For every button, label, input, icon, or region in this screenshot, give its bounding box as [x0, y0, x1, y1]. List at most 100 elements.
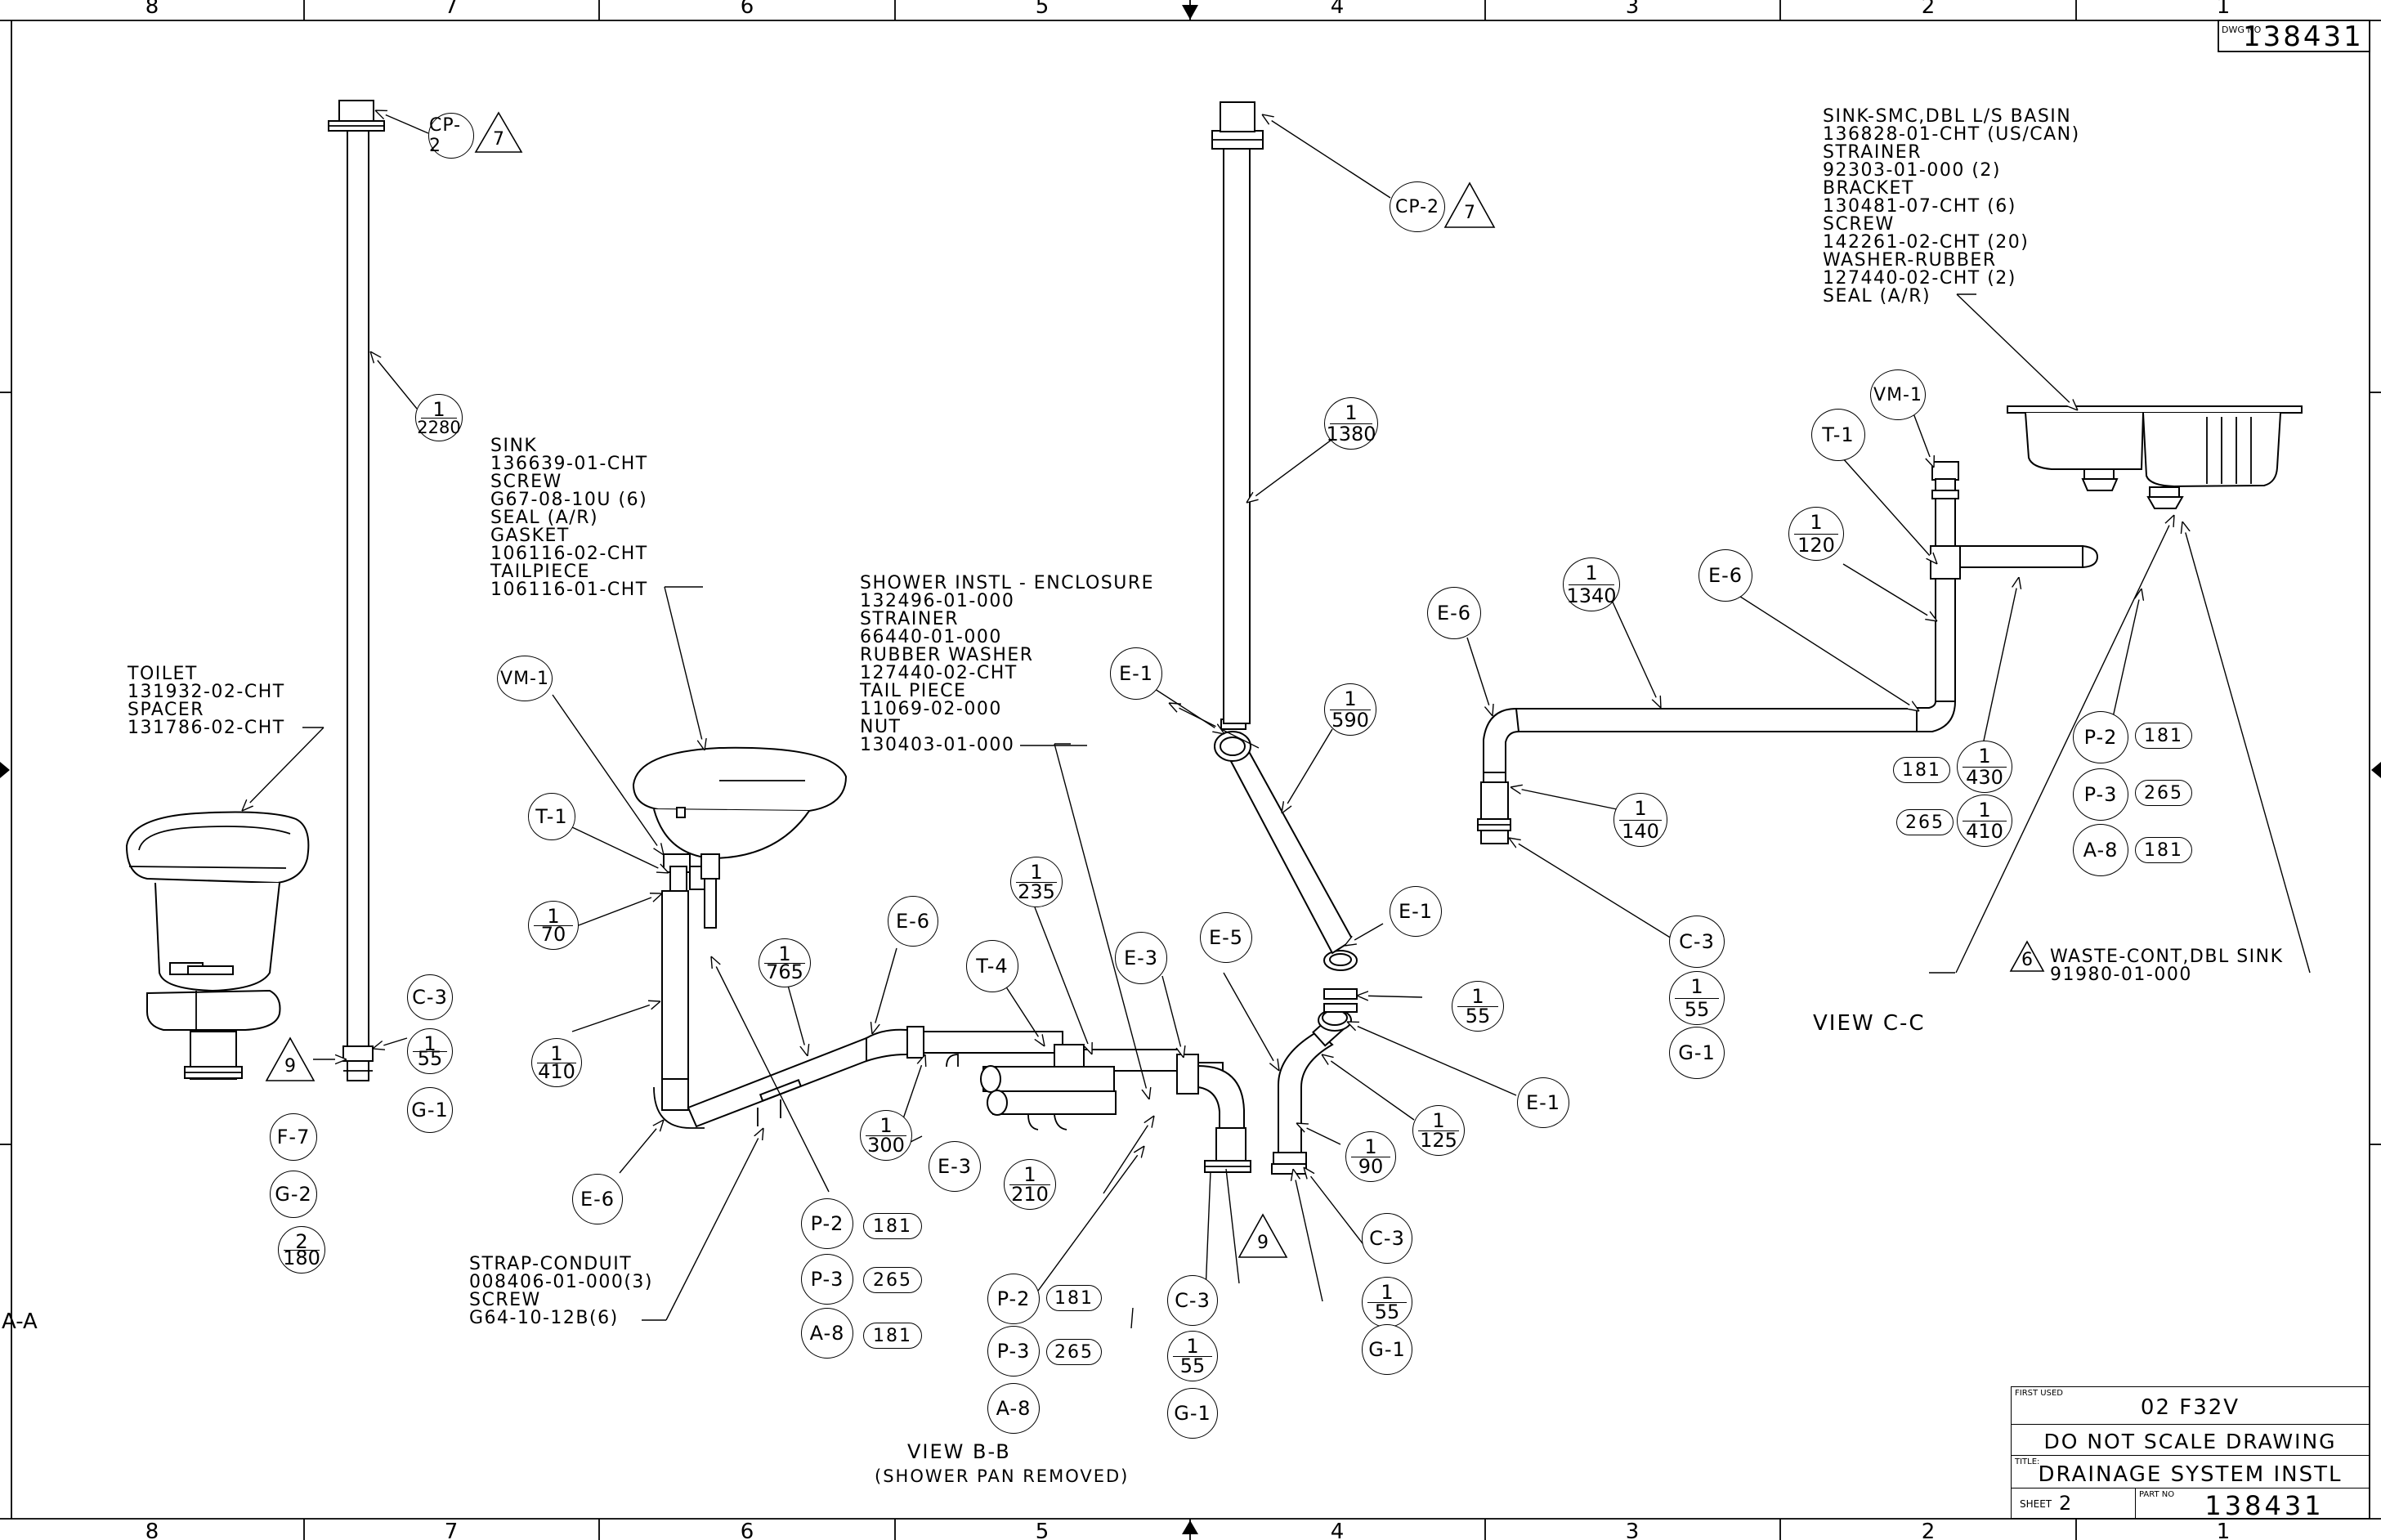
waste-note: WASTE-CONT,DBL SINK 91980-01-000 [2050, 948, 2284, 984]
zone-bottom-8: 8 [145, 1520, 159, 1540]
zone-top-1: 1 [2217, 0, 2231, 19]
length: 125 [1420, 1129, 1457, 1152]
title-cell: TITLE: DRAINAGE SYSTEM INSTL [2011, 1455, 2370, 1489]
length: 1340 [1566, 584, 1617, 607]
length: 430 [1966, 766, 2003, 789]
title-label: TITLE: [2015, 1457, 2040, 1466]
callout-p-3: P-3 [987, 1326, 1040, 1377]
double-sink-note-line: SCREW [1823, 214, 1895, 235]
zone-top-6: 6 [741, 0, 754, 19]
shower-note-line: 11069-02-000 [860, 699, 1002, 719]
length: 55 [417, 1047, 443, 1070]
double-sink-note-line: 130481-07-CHT (6) [1823, 196, 2016, 217]
callout-g-1: G-1 [1362, 1324, 1412, 1375]
double-sink-note-line: WASHER-RUBBER [1823, 250, 1997, 271]
length: 180 [283, 1247, 320, 1269]
length: 55 [1465, 1005, 1491, 1027]
length: 120 [1797, 534, 1835, 557]
first-used-label: FIRST USED [2015, 1389, 2063, 1398]
callout-p-3: P-3 [801, 1254, 853, 1305]
qty: 1 [432, 398, 445, 421]
callout-g-1: G-1 [1669, 1027, 1725, 1079]
callout-flag-9: 9 [263, 1036, 317, 1084]
length: 1380 [1326, 423, 1376, 445]
callout-e-6: E-6 [1698, 549, 1752, 602]
double-sink-note-line: 142261-02-CHT (20) [1823, 232, 2030, 253]
zone-top-3: 3 [1626, 0, 1640, 19]
waste-note-line: 91980-01-000 [2050, 965, 2192, 985]
waste-note-line: WASTE-CONT,DBL SINK [2050, 947, 2284, 967]
notice-cell: DO NOT SCALE DRAWING [2011, 1424, 2370, 1457]
tag-181: 181 [1893, 757, 1950, 783]
strap-note: STRAP-CONDUIT 008406-01-000(3) SCREW G64… [469, 1256, 653, 1327]
shower-note-line: NUT [860, 717, 902, 737]
zone-top-2: 2 [1922, 0, 1936, 19]
length: 235 [1018, 880, 1055, 903]
zone-bottom-6: 6 [741, 1520, 754, 1540]
callout-e-6: E-6 [572, 1174, 623, 1224]
callout-vm-1: VM-1 [497, 656, 553, 701]
sink-note-line: TAILPIECE [490, 562, 590, 582]
toilet-note: TOILET 131932-02-CHT SPACER 131786-02-CH… [128, 665, 285, 737]
section-label-a-a: A-A [2, 1309, 38, 1334]
qty: 1 [1810, 511, 1823, 534]
callout-e-3: E-3 [929, 1141, 981, 1192]
leaders-view-cc [1466, 293, 2311, 974]
strap-note-line: G64-10-12B(6) [469, 1308, 619, 1328]
shower-note-line: 127440-02-CHT [860, 663, 1018, 683]
zone-bottom-2: 2 [1922, 1520, 1936, 1540]
zone-bottom-5: 5 [1036, 1520, 1050, 1540]
qty: 1 [1030, 861, 1043, 884]
toilet-note-line: 131932-02-CHT [128, 682, 285, 702]
view-bb-title: VIEW B-B [907, 1440, 1011, 1463]
dwg-no-label: DWG NO [2222, 25, 2262, 35]
double-sink-assembly [1477, 405, 2303, 844]
length: 210 [1011, 1183, 1049, 1206]
qty: 2 [295, 1230, 308, 1253]
qty: 1 [1344, 687, 1357, 710]
callout-e-3: E-3 [1115, 932, 1167, 984]
tag-265: 265 [863, 1267, 922, 1293]
length: 90 [1358, 1155, 1384, 1178]
zone-bottom-7: 7 [445, 1520, 459, 1540]
double-sink-note: SINK-SMC,DBL L/S BASIN 136828-01-CHT (US… [1823, 108, 2080, 306]
waste-flag: 6 [2009, 940, 2045, 973]
length: 590 [1331, 709, 1369, 732]
callout-vm-1: VM-1 [1870, 369, 1926, 420]
sink-note-line: GASKET [490, 526, 570, 546]
qty: 1 [423, 1032, 436, 1055]
length: 55 [1374, 1300, 1400, 1323]
callout-p-2: P-2 [987, 1274, 1040, 1324]
qty: 1 [547, 905, 560, 928]
view-bb-title-text: VIEW B-B [907, 1440, 1011, 1463]
length: 410 [1966, 820, 2003, 843]
sink-note-line: 106116-02-CHT [490, 544, 648, 564]
zone-top-8: 8 [145, 0, 159, 19]
sink-note-line: SCREW [490, 472, 562, 492]
qty: 1 [1690, 975, 1703, 998]
qty: 1 [550, 1042, 563, 1065]
shower-note-line: STRAINER [860, 609, 959, 629]
qty: 1 [1471, 985, 1484, 1008]
tag-181: 181 [863, 1213, 922, 1239]
callout-c-3: C-3 [1167, 1275, 1218, 1326]
strap-note-line: 008406-01-000(3) [469, 1272, 654, 1292]
flag-number: 9 [284, 1056, 296, 1077]
sheet-label: SHEET [2020, 1498, 2052, 1510]
tag-181: 181 [2135, 723, 2192, 749]
flag-number: 9 [1257, 1233, 1269, 1253]
callout-e-1: E-1 [1110, 647, 1162, 700]
